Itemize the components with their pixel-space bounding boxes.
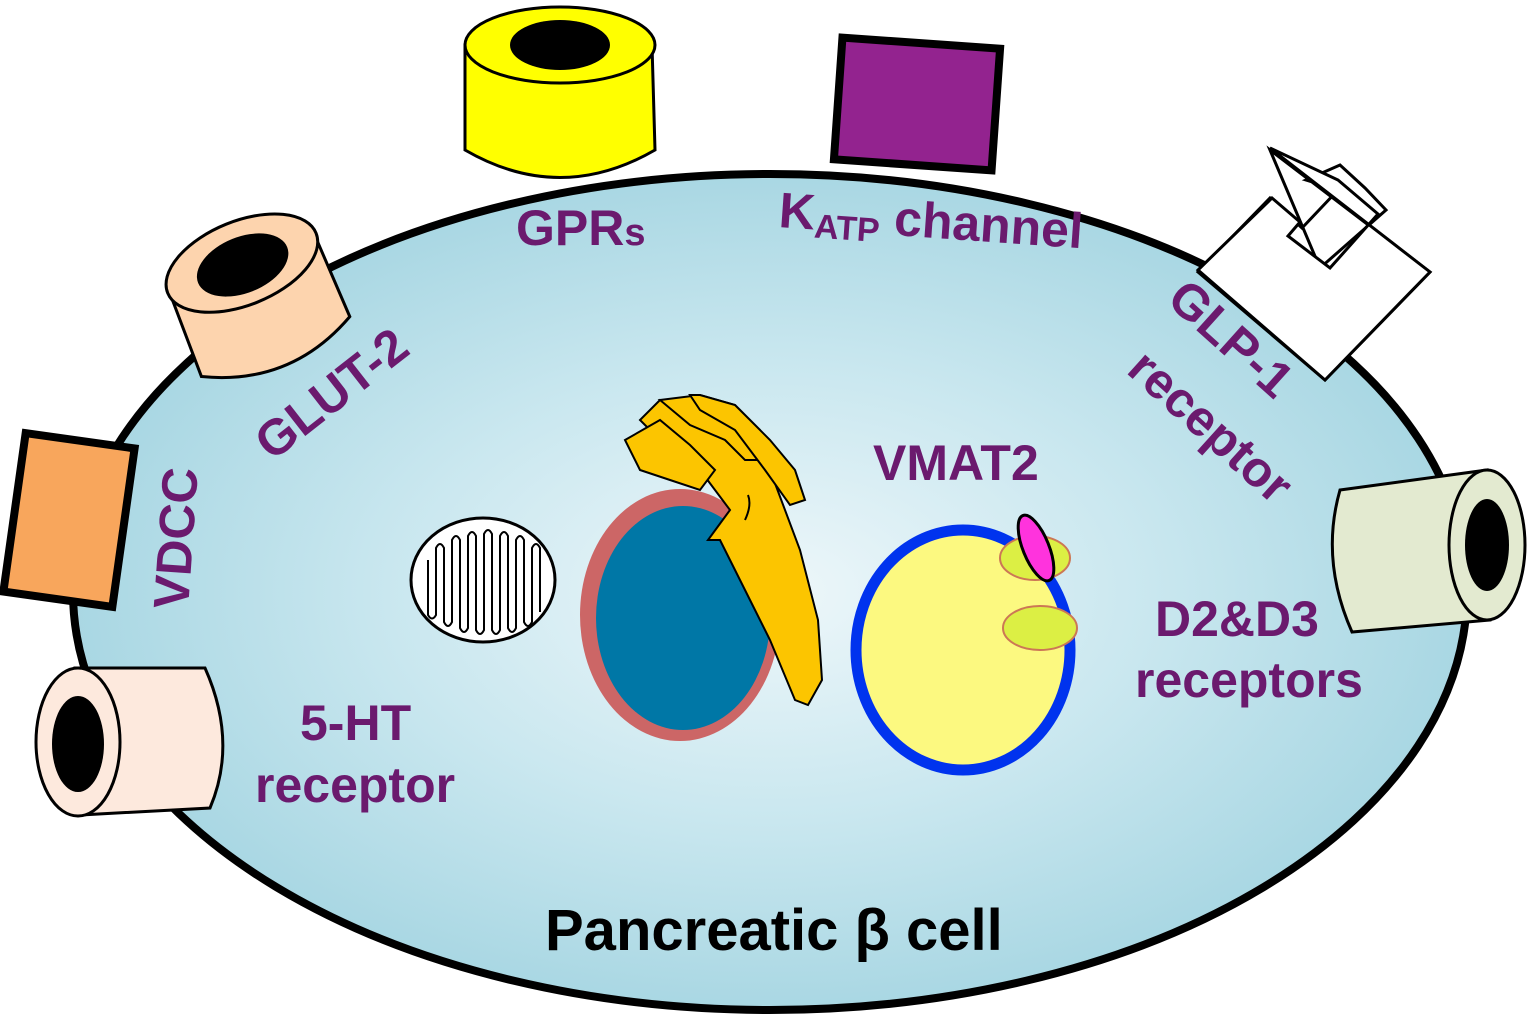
mitochondrion-icon [409, 516, 557, 644]
glut2-transporter-icon [164, 212, 352, 380]
gprs-label: GPRs [516, 200, 646, 256]
vdcc-label: VDCC [143, 466, 209, 611]
vmat2-transporter-icon [1016, 513, 1056, 583]
glp1-receptor-outline-icon [1195, 146, 1433, 383]
d2d3-label-line1: D2&D3 [1155, 591, 1319, 647]
katp-channel-icon [829, 33, 1005, 175]
vesicle-icon [850, 524, 1076, 776]
transporter-green-bottom-icon [1002, 605, 1078, 651]
gprs-receptor-icon [463, 5, 657, 179]
d2d3-receptor-icon [1330, 468, 1527, 634]
golgi-apparatus-icon [623, 393, 824, 707]
5ht-receptor-label-line2: receptor [255, 757, 455, 813]
5ht-receptor-label-line1: 5-HT [300, 695, 411, 751]
vdcc-channel-icon [0, 428, 140, 612]
5ht-receptor-icon [34, 666, 225, 818]
diagram-title: Pancreatic β cell [545, 898, 1003, 963]
vmat2-label: VMAT2 [873, 435, 1039, 491]
d2d3-label-line2: receptors [1135, 652, 1363, 708]
